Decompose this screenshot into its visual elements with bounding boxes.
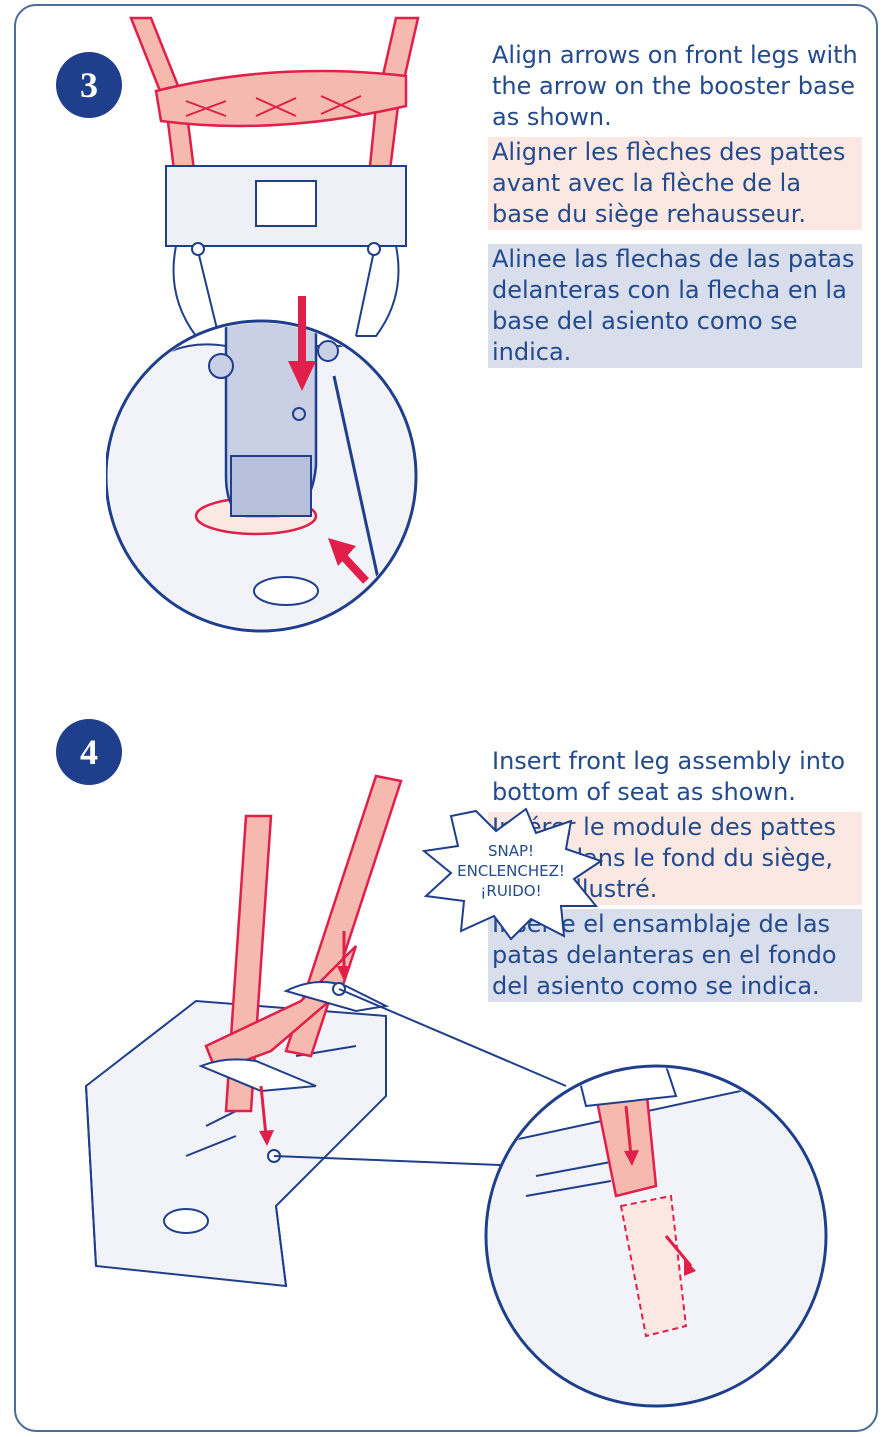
step-3-number: 3 bbox=[80, 65, 98, 105]
snap-line-2: ENCLENCHEZ! bbox=[457, 862, 565, 880]
snap-callout: SNAP! ENCLENCHEZ! ¡RUIDO! bbox=[416, 801, 606, 941]
step-3-badge: 3 bbox=[56, 52, 122, 118]
step-4-illustration bbox=[84, 774, 828, 1408]
burst-shape-icon bbox=[421, 807, 604, 941]
step-3-text-en: Align arrows on front legs with the arro… bbox=[492, 41, 858, 131]
step-4-text-en: Insert front leg assembly into bottom of… bbox=[492, 747, 846, 806]
step-3-text: Align arrows on front legs with the arro… bbox=[488, 40, 862, 368]
step-4-number: 4 bbox=[80, 732, 98, 772]
snap-line-1: SNAP! bbox=[487, 842, 535, 860]
step-3-text-fr: Aligner les flèches des pattes avant ave… bbox=[488, 137, 862, 230]
snap-callout-text: SNAP! ENCLENCHEZ! ¡RUIDO! bbox=[416, 801, 606, 941]
step-4-badge: 4 bbox=[56, 719, 122, 785]
step-3-text-es: Alinee las flechas de las patas delanter… bbox=[488, 244, 862, 368]
instruction-page: 3 bbox=[14, 4, 878, 1432]
snap-line-3: ¡RUIDO! bbox=[480, 882, 542, 900]
step-3-illustration bbox=[106, 16, 420, 633]
